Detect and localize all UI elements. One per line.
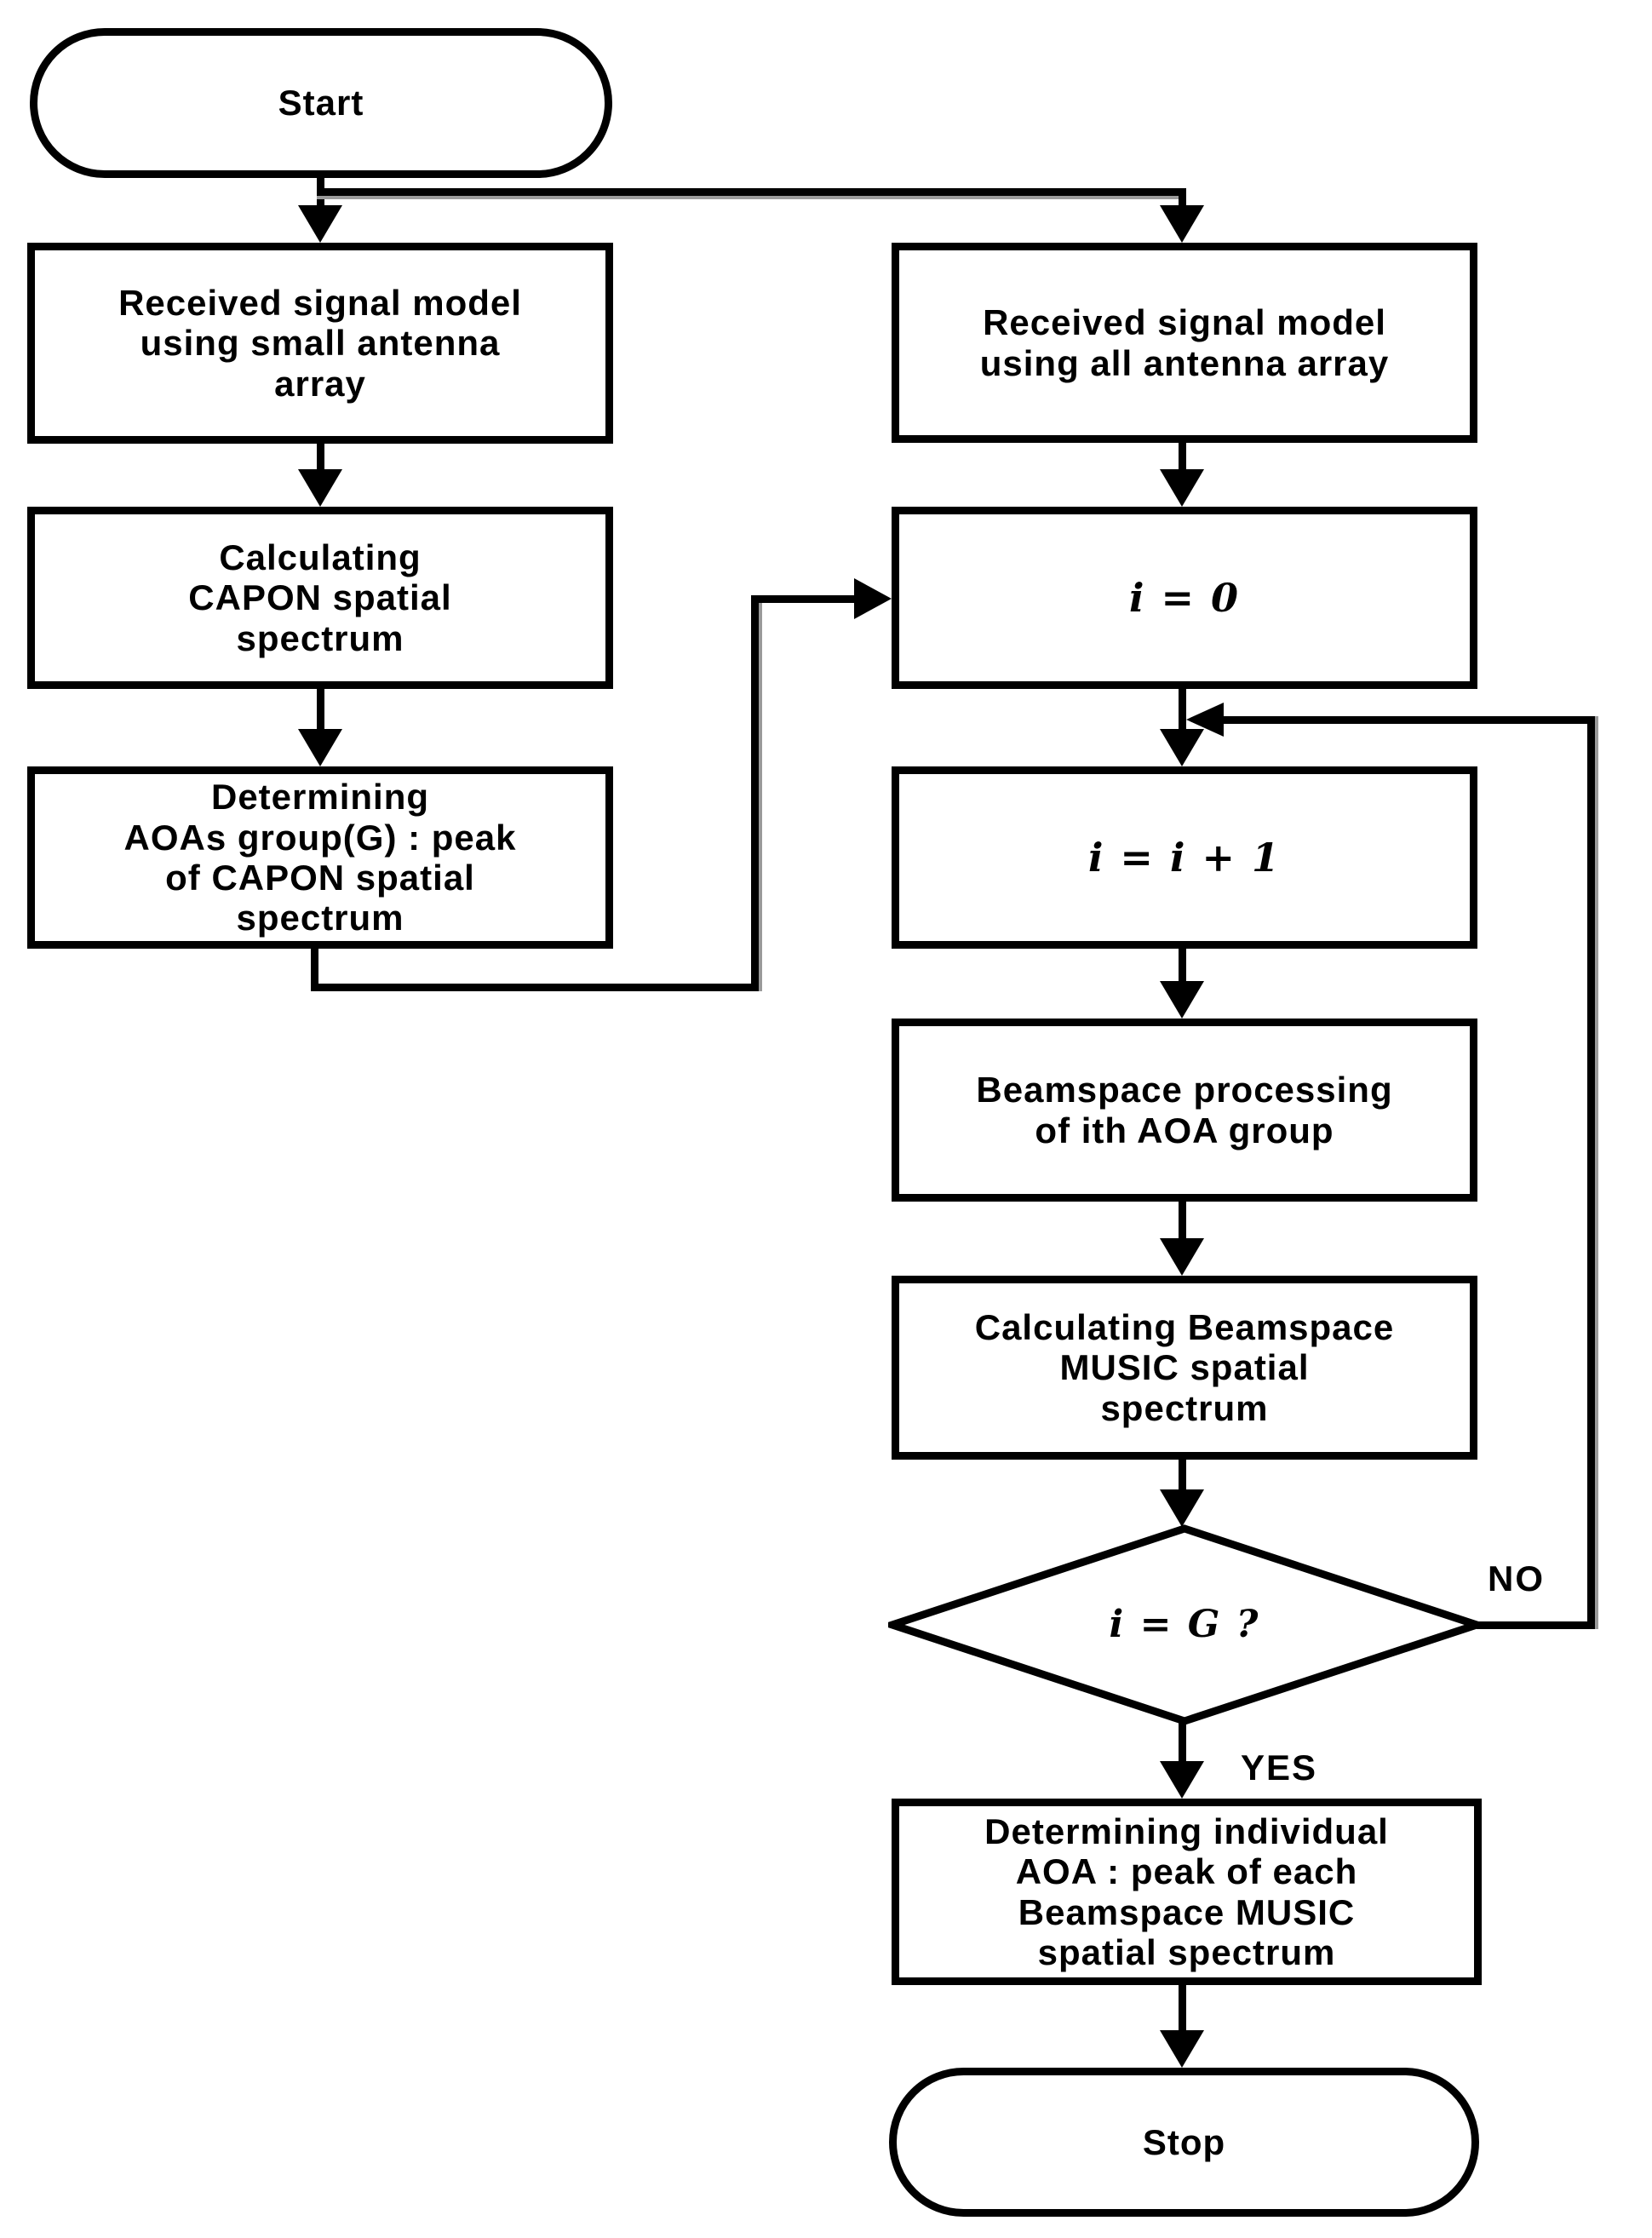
node-determining-individual: Determining individual AOA : peak of eac…: [892, 1799, 1482, 1985]
node-received-small: Received signal model using small antenn…: [27, 243, 613, 444]
edge-received-all-to-i-init: [1179, 439, 1186, 473]
edge-received-small-to-calc-capon: [317, 439, 324, 473]
arrowhead-into-beamspace: [1160, 981, 1204, 1019]
edge-label-yes: YES: [1241, 1747, 1318, 1788]
arrowhead-into-received-all: [1160, 205, 1204, 243]
arrowhead-no-loop-junction: [1186, 703, 1224, 737]
node-determining-aoas-label: Determining AOAs group(G) : peak of CAPO…: [123, 777, 517, 938]
edge-no-loop-up: [1587, 716, 1595, 1629]
node-determining-aoas: Determining AOAs group(G) : peak of CAPO…: [27, 766, 613, 949]
arrowhead-into-i-init-top: [1160, 469, 1204, 507]
edge-calc-music-to-decision: [1179, 1455, 1186, 1494]
node-stop-label: Stop: [1142, 2121, 1226, 2162]
node-received-all-label: Received signal model using all antenna …: [979, 302, 1390, 383]
arrowhead-into-determining-aoas: [298, 729, 342, 766]
edge-no-loop-from-diamond: [1477, 1621, 1595, 1629]
edge-determining-aoas-elbow-down: [311, 944, 318, 991]
edge-yes-to-determining-individual: [1179, 1717, 1186, 1765]
node-i-increment-label: i = i + 1: [1087, 835, 1282, 881]
node-beamspace-processing-label: Beamspace processing of ith AOA group: [976, 1070, 1393, 1151]
edge-calc-capon-to-determining-aoas: [317, 685, 324, 732]
arrowhead-into-received-small: [298, 205, 342, 243]
arrowhead-into-determining-individual: [1160, 1761, 1204, 1799]
node-calc-beamspace-music: Calculating Beamspace MUSIC spatial spec…: [892, 1276, 1477, 1460]
edge-determining-individual-to-stop: [1179, 1981, 1186, 2034]
edge-determining-aoas-elbow-up: [751, 595, 759, 991]
edge-i-init-to-i-increment: [1179, 685, 1186, 732]
node-calc-capon-label: Calculating CAPON spatial spectrum: [188, 537, 452, 658]
edge-start-branch-horizontal: [317, 188, 1186, 196]
edge-start-to-received-all-stem: [1179, 188, 1186, 209]
edge-no-loop-left: [1222, 716, 1595, 724]
edge-label-no: NO: [1488, 1558, 1545, 1598]
edge-determining-aoas-elbow-into-i-init: [751, 595, 858, 603]
edge-beamspace-to-calc-music: [1179, 1197, 1186, 1242]
node-received-small-label: Received signal model using small antenn…: [118, 282, 522, 404]
arrowhead-into-calc-capon: [298, 469, 342, 507]
node-beamspace-processing: Beamspace processing of ith AOA group: [892, 1019, 1477, 1202]
arrowhead-into-calc-music: [1160, 1238, 1204, 1276]
node-determining-individual-label: Determining individual AOA : peak of eac…: [984, 1810, 1389, 1972]
node-calc-capon: Calculating CAPON spatial spectrum: [27, 507, 613, 689]
node-calc-beamspace-music-label: Calculating Beamspace MUSIC spatial spec…: [974, 1306, 1395, 1428]
node-decision-label: i = G ?: [1109, 1603, 1260, 1646]
node-i-init: i = 0: [892, 507, 1477, 689]
arrowhead-into-stop: [1160, 2030, 1204, 2068]
node-received-all: Received signal model using all antenna …: [892, 243, 1477, 443]
arrowhead-into-decision: [1160, 1489, 1204, 1527]
decision-diamond-shape: [888, 1524, 1481, 1725]
edge-determining-aoas-elbow-right: [311, 984, 759, 991]
node-i-increment: i = i + 1: [892, 766, 1477, 949]
node-start-label: Start: [278, 83, 364, 123]
node-start: Start: [30, 28, 612, 178]
node-i-init-label: i = 0: [1128, 575, 1241, 621]
node-decision: i = G ?: [888, 1524, 1481, 1725]
arrowhead-into-i-init: [854, 578, 892, 619]
edge-i-increment-to-beamspace: [1179, 944, 1186, 984]
node-stop: Stop: [889, 2068, 1479, 2217]
